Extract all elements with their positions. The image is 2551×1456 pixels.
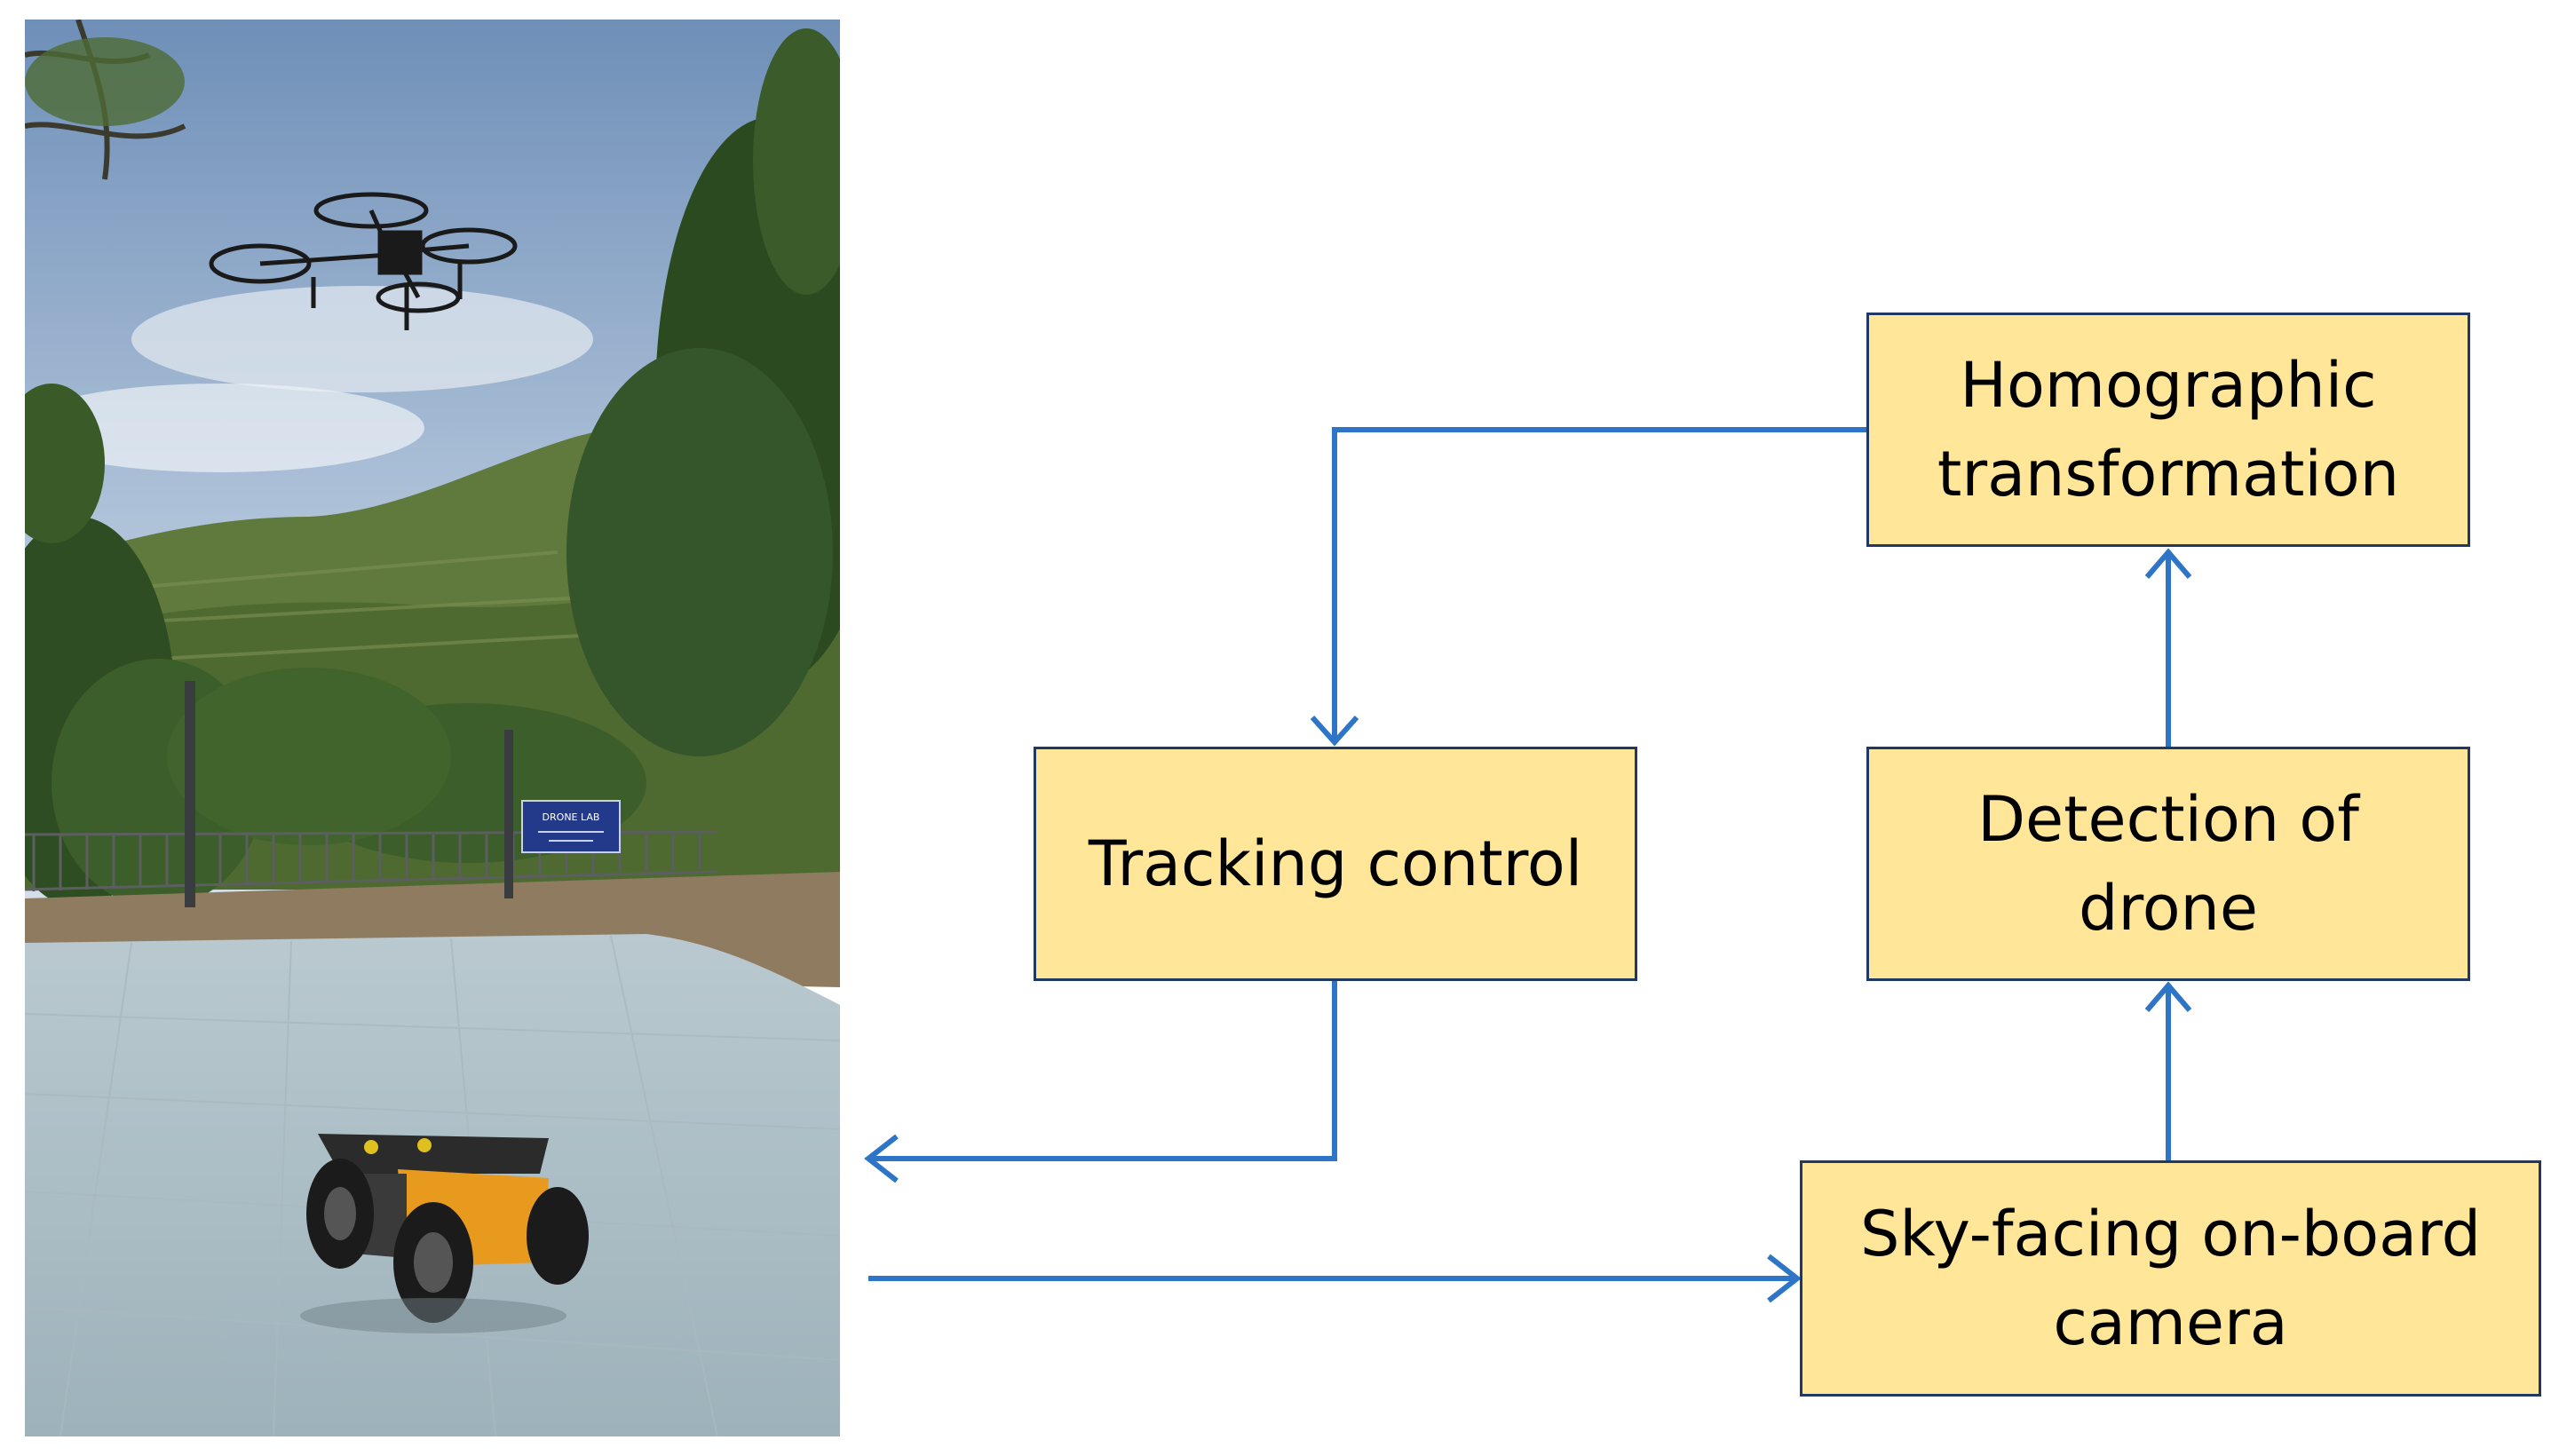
drone-detection-label: Detection of drone <box>1977 783 2359 945</box>
drone-lab-sign: DRONE LAB <box>521 800 621 853</box>
drone-lab-sign-text: DRONE LAB <box>543 811 600 823</box>
arrow-tracking-to-robot <box>870 981 1337 1161</box>
drone <box>209 192 518 330</box>
homographic-transformation-box: Homographic transformation <box>1866 313 2470 547</box>
field-photo: DRONE LAB <box>25 20 840 1436</box>
trees-right <box>167 28 840 863</box>
tracking-control-label: Tracking control <box>1088 827 1583 900</box>
arrow-homography-to-tracking <box>1332 427 1866 741</box>
drone-detection-box: Detection of drone <box>1866 747 2470 981</box>
ground-rover <box>300 1134 589 1333</box>
homographic-transformation-label: Homographic transformation <box>1937 349 2400 510</box>
tracking-control-box: Tracking control <box>1034 747 1637 981</box>
sky-facing-camera-box: Sky-facing on-board camera <box>1800 1160 2541 1397</box>
sky-facing-camera-label: Sky-facing on-board camera <box>1859 1198 2482 1359</box>
